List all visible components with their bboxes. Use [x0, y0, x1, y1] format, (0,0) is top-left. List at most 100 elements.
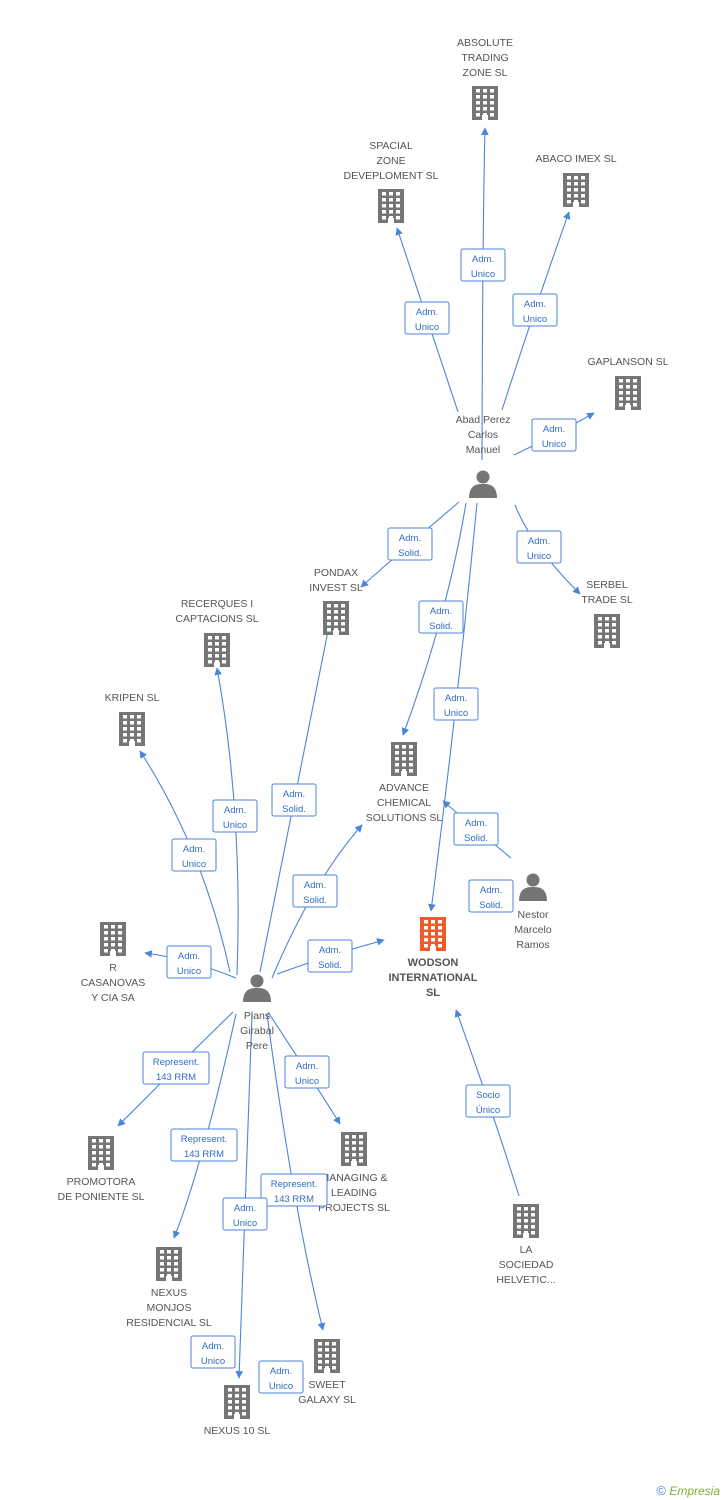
node-label: Ramos: [516, 939, 549, 951]
edge-label-text: Unico: [523, 314, 547, 325]
edge-label-text: Adm.: [465, 818, 487, 829]
node-label: SERBEL: [586, 579, 628, 591]
node-label: ADVANCE: [379, 782, 429, 794]
edge-label-text: Adm.: [524, 299, 546, 310]
edge-label-box: [404, 301, 450, 335]
building-icon: [615, 376, 641, 410]
edge-label-text: Solid.: [464, 833, 488, 844]
edge-label-abad-absolute: Adm.Unico: [460, 248, 506, 282]
node-label: Abad Perez: [456, 414, 511, 426]
edge-label-text: Unico: [415, 322, 439, 333]
node-sweet[interactable]: SWEET GALAXY SL: [298, 1339, 356, 1406]
edge-label-plans-recerques: Adm. Unico: [212, 799, 258, 833]
node-label: SWEET: [308, 1379, 346, 1391]
node-label: SL: [426, 987, 440, 999]
node-label: CAPTACIONS SL: [175, 613, 258, 625]
edge-label-text: 143 RRM: [274, 1194, 314, 1205]
node-nexus10[interactable]: NEXUS 10 SL: [204, 1385, 271, 1437]
edge-label-text: Solid.: [282, 804, 306, 815]
edge-label-abad-abaco: Adm. Unico: [512, 293, 558, 327]
building-icon: [341, 1132, 367, 1166]
copyright-icon: ©: [656, 1483, 666, 1498]
edge-label-box: [468, 879, 514, 913]
edge-label-text: Unico: [542, 439, 566, 450]
node-label: RESIDENCIAL SL: [126, 1317, 212, 1329]
node-abaco[interactable]: ABACO IMEX SL: [535, 153, 617, 207]
building-icon: [314, 1339, 340, 1373]
edge-label-box: [258, 1360, 304, 1394]
building-icon: [563, 173, 589, 207]
building-icon: [224, 1385, 250, 1419]
building-icon: [420, 917, 446, 951]
building-icon: [391, 742, 417, 776]
node-lasociedad[interactable]: LASOCIEDADHELVETIC...: [496, 1204, 556, 1286]
edge-label-text: Unico: [201, 1356, 225, 1367]
edge-label-box: [453, 812, 499, 846]
edge-label-box: [190, 1335, 236, 1369]
node-label: KRIPEN SL: [105, 692, 160, 704]
node-kripen[interactable]: KRIPEN SL: [105, 692, 160, 746]
node-label: Carlos: [468, 429, 498, 441]
edge-label-text: Adm.: [445, 693, 467, 704]
edge-label-text: Unico: [444, 708, 468, 719]
edge-label-box: [465, 1084, 511, 1118]
edge-label-text: Unico: [223, 820, 247, 831]
edge-label-box: [284, 1055, 330, 1089]
node-gaplanson[interactable]: GAPLANSON SL: [587, 356, 669, 410]
edge-label-text: Unico: [182, 859, 206, 870]
node-label: GALAXY SL: [298, 1394, 356, 1406]
node-label: CHEMICAL: [377, 797, 431, 809]
edge-label-box: [222, 1197, 268, 1231]
edge-label-box: [170, 1128, 238, 1162]
building-icon: [100, 922, 126, 956]
edge-label-abad-serbel: Adm.Unico: [516, 530, 562, 564]
edge-label-plans-pondax: Adm.Solid.: [271, 783, 317, 817]
edge-label-abad-pondax: Adm. Solid.: [387, 527, 433, 561]
edge-label-text: Adm.: [296, 1061, 318, 1072]
edge-label-abad-advance: Adm.Solid.: [418, 600, 464, 634]
edge-label-abad-wodson: Adm. Unico: [433, 687, 479, 721]
edge-label-box: [271, 783, 317, 817]
node-label: MONJOS: [147, 1302, 192, 1314]
edge-label-text: Adm.: [224, 805, 246, 816]
edge-label-text: Adm.: [480, 885, 502, 896]
node-label: SOCIEDAD: [499, 1259, 554, 1271]
edge-label-box: [212, 799, 258, 833]
extra-edge-label-0: Adm.Solid.: [468, 879, 514, 913]
node-label: Marcelo: [514, 924, 552, 936]
edge-label-text: Adm.: [319, 945, 341, 956]
building-icon: [119, 712, 145, 746]
edge-label-text: Adm.: [399, 533, 421, 544]
edge-label-text: Adm.: [304, 880, 326, 891]
edge-label-plans-wodson: Adm.Solid.: [307, 939, 353, 973]
node-advance[interactable]: ADVANCE CHEMICAL SOLUTIONS SL: [366, 742, 443, 824]
building-icon: [472, 86, 498, 120]
node-label: SOLUTIONS SL: [366, 812, 443, 824]
edge-label-abad-gaplanson: Adm.Unico: [531, 418, 577, 452]
edge-label-plans-kripen: Adm.Unico: [171, 838, 217, 872]
node-label: LEADING: [331, 1187, 377, 1199]
node-label: PROMOTORA: [67, 1176, 136, 1188]
edge-label-text: Solid.: [398, 548, 422, 559]
footer: © Empresia: [656, 1483, 720, 1498]
edge-label-text: Adm.: [416, 307, 438, 318]
node-label: Nestor: [518, 909, 549, 921]
edge-label-text: Adm.: [472, 254, 494, 265]
building-icon: [513, 1204, 539, 1238]
edge-label-text: Represent.: [271, 1179, 317, 1190]
